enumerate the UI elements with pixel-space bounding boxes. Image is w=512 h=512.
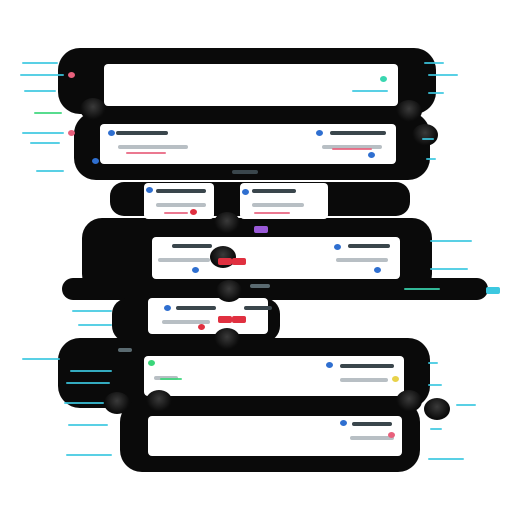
- status-dot: [316, 130, 323, 136]
- panel-subline-mark: [158, 258, 210, 262]
- connector-node: [396, 100, 422, 122]
- annotation-mark: [404, 288, 440, 290]
- annotation-mark: [24, 90, 56, 92]
- link-tag: [218, 316, 232, 323]
- panel-heading-mark: [176, 306, 216, 310]
- connector-node: [214, 212, 240, 234]
- annotation-mark: [332, 148, 372, 150]
- connector-node: [412, 124, 438, 146]
- annotation-mark: [428, 92, 444, 94]
- status-dot: [326, 362, 333, 368]
- annotation-mark: [72, 310, 112, 312]
- status-dot: [164, 305, 171, 311]
- annotation-mark: [36, 170, 64, 172]
- panel-heading-mark: [352, 422, 392, 426]
- panel-heading-mark: [116, 131, 168, 135]
- status-dot: [192, 267, 199, 273]
- status-dot: [146, 187, 153, 193]
- annotation-mark: [22, 62, 58, 64]
- connector-node: [216, 280, 242, 302]
- annotation-mark: [430, 268, 468, 270]
- link-tag: [486, 287, 500, 294]
- panel-subline-mark: [350, 436, 394, 440]
- status-dot: [388, 432, 395, 438]
- panel-2: [100, 124, 396, 164]
- panel-subline-mark: [162, 320, 210, 324]
- connector-node: [214, 328, 240, 350]
- panel-subline-mark: [252, 203, 304, 207]
- panel-6: [144, 356, 404, 396]
- link-tag: [254, 226, 268, 233]
- panel-5: [148, 298, 268, 334]
- status-dot: [340, 420, 347, 426]
- annotation-mark: [34, 112, 62, 114]
- status-dot: [242, 189, 249, 195]
- status-dot: [190, 209, 197, 215]
- link-tag: [218, 258, 232, 265]
- panel-heading-mark: [244, 306, 272, 310]
- panel-subline-mark: [340, 378, 388, 382]
- annotation-mark: [30, 142, 60, 144]
- annotation-mark: [66, 454, 112, 456]
- panel-subline-mark: [118, 348, 132, 352]
- panel-subline-mark: [322, 145, 382, 149]
- status-dot: [374, 267, 381, 273]
- annotation-mark: [70, 370, 112, 372]
- annotation-mark: [68, 424, 108, 426]
- annotation-mark: [254, 212, 290, 214]
- annotation-mark: [22, 358, 60, 360]
- annotation-mark: [430, 240, 472, 242]
- status-dot: [334, 244, 341, 250]
- connector-node: [424, 398, 450, 420]
- panel-heading-mark: [172, 244, 212, 248]
- link-tag: [232, 316, 246, 323]
- annotation-mark: [126, 152, 166, 154]
- status-dot: [148, 360, 155, 366]
- panel-heading-mark: [340, 364, 394, 368]
- status-dot: [92, 158, 99, 164]
- connector-node: [104, 392, 130, 414]
- panel-subline-mark: [250, 284, 270, 288]
- status-dot: [368, 152, 375, 158]
- panel-subline-mark: [336, 258, 388, 262]
- annotation-mark: [22, 132, 64, 134]
- panel-subline-mark: [232, 170, 258, 174]
- connector-node: [146, 390, 172, 412]
- annotation-mark: [164, 212, 188, 214]
- annotation-mark: [78, 324, 112, 326]
- annotation-mark: [64, 402, 104, 404]
- annotation-mark: [424, 62, 444, 64]
- panel-heading-mark: [348, 244, 390, 248]
- panel-1: [104, 64, 398, 106]
- status-dot: [108, 130, 115, 136]
- annotation-mark: [428, 74, 458, 76]
- annotation-mark: [428, 458, 464, 460]
- panel-subline-mark: [156, 203, 206, 207]
- annotation-mark: [430, 428, 442, 430]
- link-tag: [232, 258, 246, 265]
- annotation-mark: [426, 158, 436, 160]
- annotation-mark: [428, 362, 438, 364]
- status-dot: [380, 76, 387, 82]
- status-dot: [68, 72, 75, 78]
- frame-band-mid-lower: [62, 278, 488, 300]
- connector-node: [80, 98, 106, 120]
- status-dot: [198, 324, 205, 330]
- panel-heading-mark: [252, 189, 296, 193]
- status-dot: [68, 130, 75, 136]
- status-dot: [392, 376, 399, 382]
- panel-subline-mark: [118, 145, 188, 149]
- connector-node: [396, 390, 422, 412]
- annotation-mark: [66, 382, 110, 384]
- annotation-mark: [428, 384, 442, 386]
- annotation-mark: [20, 74, 64, 76]
- annotation-mark: [456, 404, 476, 406]
- annotation-mark: [422, 138, 434, 140]
- panel-heading-mark: [156, 189, 206, 193]
- panel-heading-mark: [330, 131, 386, 135]
- annotation-mark: [160, 378, 182, 380]
- annotation-mark: [352, 90, 388, 92]
